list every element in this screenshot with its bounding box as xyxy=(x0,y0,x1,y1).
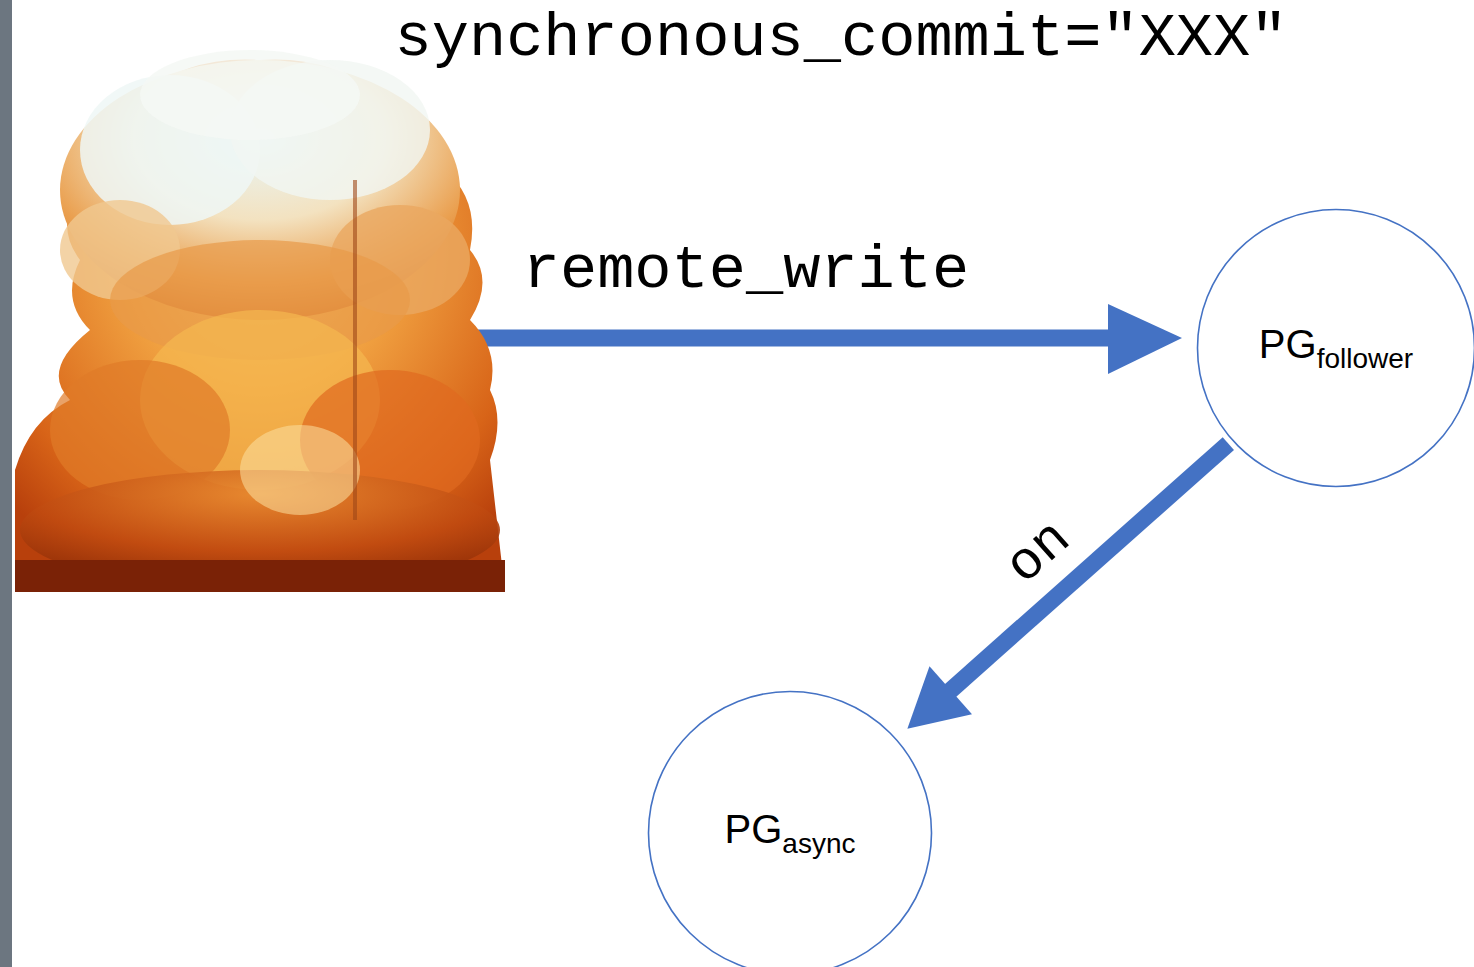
edge-label: on xyxy=(993,509,1083,598)
node-subscript: async xyxy=(782,827,855,858)
node-label: PGasync xyxy=(725,807,856,860)
node-name: PG xyxy=(725,807,783,851)
circle-border xyxy=(649,692,932,967)
connector-head xyxy=(907,666,972,728)
server-circle: PGfollower xyxy=(1196,208,1474,488)
diagram-title: synchronous_commit="XXX" xyxy=(395,8,1288,70)
arrow-head xyxy=(1108,304,1182,374)
connector-arrow xyxy=(907,444,1228,729)
arrow-label: remote_write xyxy=(523,240,969,302)
server-circle: PGasync xyxy=(647,690,933,967)
arrow-shaft xyxy=(440,330,1115,347)
mushroom-cloud xyxy=(15,50,505,592)
node-label: PGfollower xyxy=(1259,322,1413,375)
node-subscript: follower xyxy=(1317,342,1413,373)
side-band xyxy=(0,0,12,967)
connector-shaft xyxy=(945,444,1229,696)
node-name: PG xyxy=(1259,322,1317,366)
circle-border xyxy=(1198,210,1474,487)
